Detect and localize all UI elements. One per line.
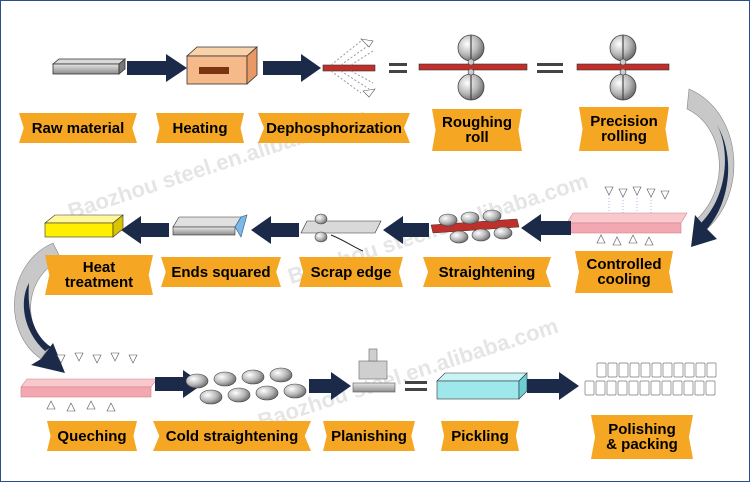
heat-treatment-block	[44, 214, 124, 238]
scrap-edge-cutter	[300, 213, 382, 252]
label-scrap-edge: Scrap edge	[299, 257, 403, 287]
label-raw-material: Raw material	[19, 113, 137, 143]
roughing-roll-stand	[418, 34, 528, 101]
label-heating: Heating	[156, 113, 244, 143]
flow-arrow-2	[263, 54, 321, 82]
pickling-tank	[436, 372, 528, 400]
raw-material-bar	[51, 58, 127, 75]
dephosphorization-sprayers	[322, 38, 376, 98]
precision-rolling-stand	[576, 34, 670, 101]
heating-furnace	[185, 46, 259, 85]
label-pickling: Pickling	[441, 421, 519, 451]
label-cold-straightening: Cold straightening	[153, 421, 311, 451]
cold-straightening-rolls	[185, 367, 307, 405]
label-dephosphorization: Dephosphorization	[258, 113, 410, 143]
flow-arrow-4	[383, 216, 429, 244]
ends-squared-plate	[172, 214, 248, 238]
flow-arrow-1	[127, 54, 187, 82]
label-controlled-cooling: Controlled cooling	[575, 251, 673, 293]
label-heat-treatment: Heat treatment	[45, 255, 153, 295]
flow-arrow-3	[521, 214, 571, 242]
label-precision-rolling: Precision rolling	[579, 107, 669, 151]
curved-arrow-left	[14, 242, 65, 373]
flow-arrow-8	[309, 372, 351, 400]
straightening-rolls	[430, 209, 520, 244]
flow-arrow-5	[251, 216, 299, 244]
label-queching: Queching	[47, 421, 137, 451]
label-ends-squared: Ends squared	[161, 257, 281, 287]
label-planishing: Planishing	[323, 421, 415, 451]
planishing-press	[352, 348, 396, 393]
polished-bars-bundle	[584, 362, 717, 396]
flow-arrow-6	[121, 216, 169, 244]
label-straightening: Straightening	[423, 257, 551, 287]
curved-arrow-right	[686, 88, 735, 247]
controlled-cooling-bed	[566, 186, 688, 246]
label-roughing-roll: Roughing roll	[432, 109, 522, 151]
flow-arrow-9	[527, 372, 579, 400]
quenching-bed	[20, 352, 158, 412]
label-polishing-packing: Polishing & packing	[591, 415, 693, 459]
